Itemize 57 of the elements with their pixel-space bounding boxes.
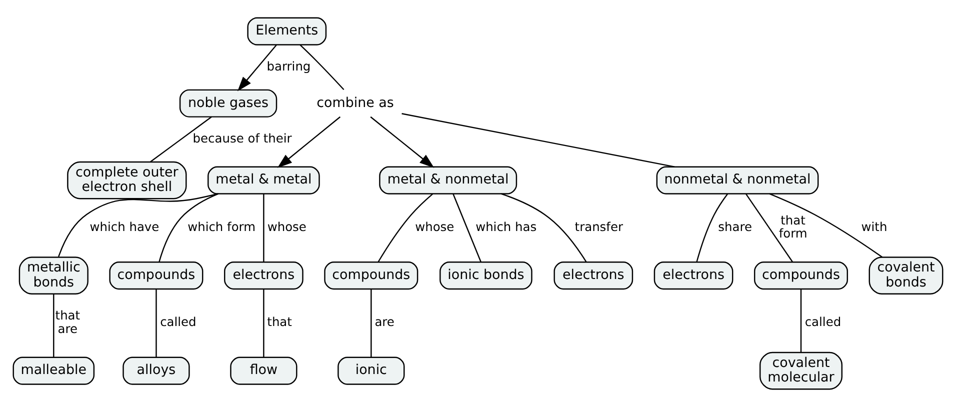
node-box: flow	[230, 356, 298, 384]
node-box: compounds	[109, 261, 204, 290]
edge-label: share	[718, 219, 752, 234]
node-box: covalent molecular	[759, 351, 843, 390]
node-box: compounds	[324, 261, 418, 290]
connector	[300, 44, 344, 90]
edge-label: which form	[188, 219, 256, 234]
connector	[769, 192, 883, 258]
arrow	[237, 44, 277, 91]
node-box: ionic bonds	[440, 261, 532, 290]
edge-label: which have	[90, 219, 160, 234]
connector	[402, 112, 675, 167]
connector	[53, 294, 54, 356]
node-box: electrons	[224, 261, 304, 290]
node-box: nonmetal & nonmetal	[656, 166, 819, 194]
node-box: ionic	[338, 356, 405, 384]
node-box: metallic bonds	[18, 256, 88, 294]
connector	[58, 192, 218, 256]
connector	[452, 193, 482, 262]
connector	[150, 116, 212, 162]
edge-label: that are	[55, 308, 80, 336]
connector	[800, 288, 802, 352]
connector	[370, 288, 372, 357]
node-box: Elements	[247, 16, 327, 45]
edge-label: which has	[476, 219, 537, 234]
node-box: alloys	[122, 356, 190, 384]
arrow	[277, 116, 341, 168]
node-box: electrons	[554, 261, 634, 290]
node-box: compounds	[754, 261, 848, 290]
connector	[263, 288, 264, 357]
node-box: metal & nonmetal	[379, 166, 518, 194]
edge-label: barring	[266, 58, 311, 73]
connector	[500, 192, 587, 262]
connector	[158, 192, 218, 262]
edge-label: whose	[267, 219, 306, 234]
node-box: malleable	[12, 356, 95, 384]
connector	[696, 192, 728, 262]
edge-label: because of their	[192, 130, 292, 145]
edge-label: called	[160, 314, 196, 329]
connector	[746, 193, 794, 262]
edge-label: whose	[415, 219, 454, 234]
edge-label: with	[861, 219, 888, 234]
node-box: electrons	[654, 261, 734, 290]
edge-label: that	[267, 314, 292, 329]
edge-label: are	[374, 314, 394, 329]
node-box: metal & metal	[208, 166, 320, 194]
connector	[378, 192, 434, 262]
node-text: combine as	[316, 95, 394, 110]
connector	[156, 288, 157, 357]
node-box: complete outer electron shell	[67, 160, 187, 199]
node-box: covalent bonds	[868, 256, 944, 294]
arrow	[370, 116, 434, 168]
edge-label: that form	[778, 212, 808, 240]
connector	[263, 194, 264, 262]
edge-label: called	[804, 314, 842, 329]
edge-label: transfer	[574, 219, 623, 234]
node-box: noble gases	[179, 88, 278, 117]
